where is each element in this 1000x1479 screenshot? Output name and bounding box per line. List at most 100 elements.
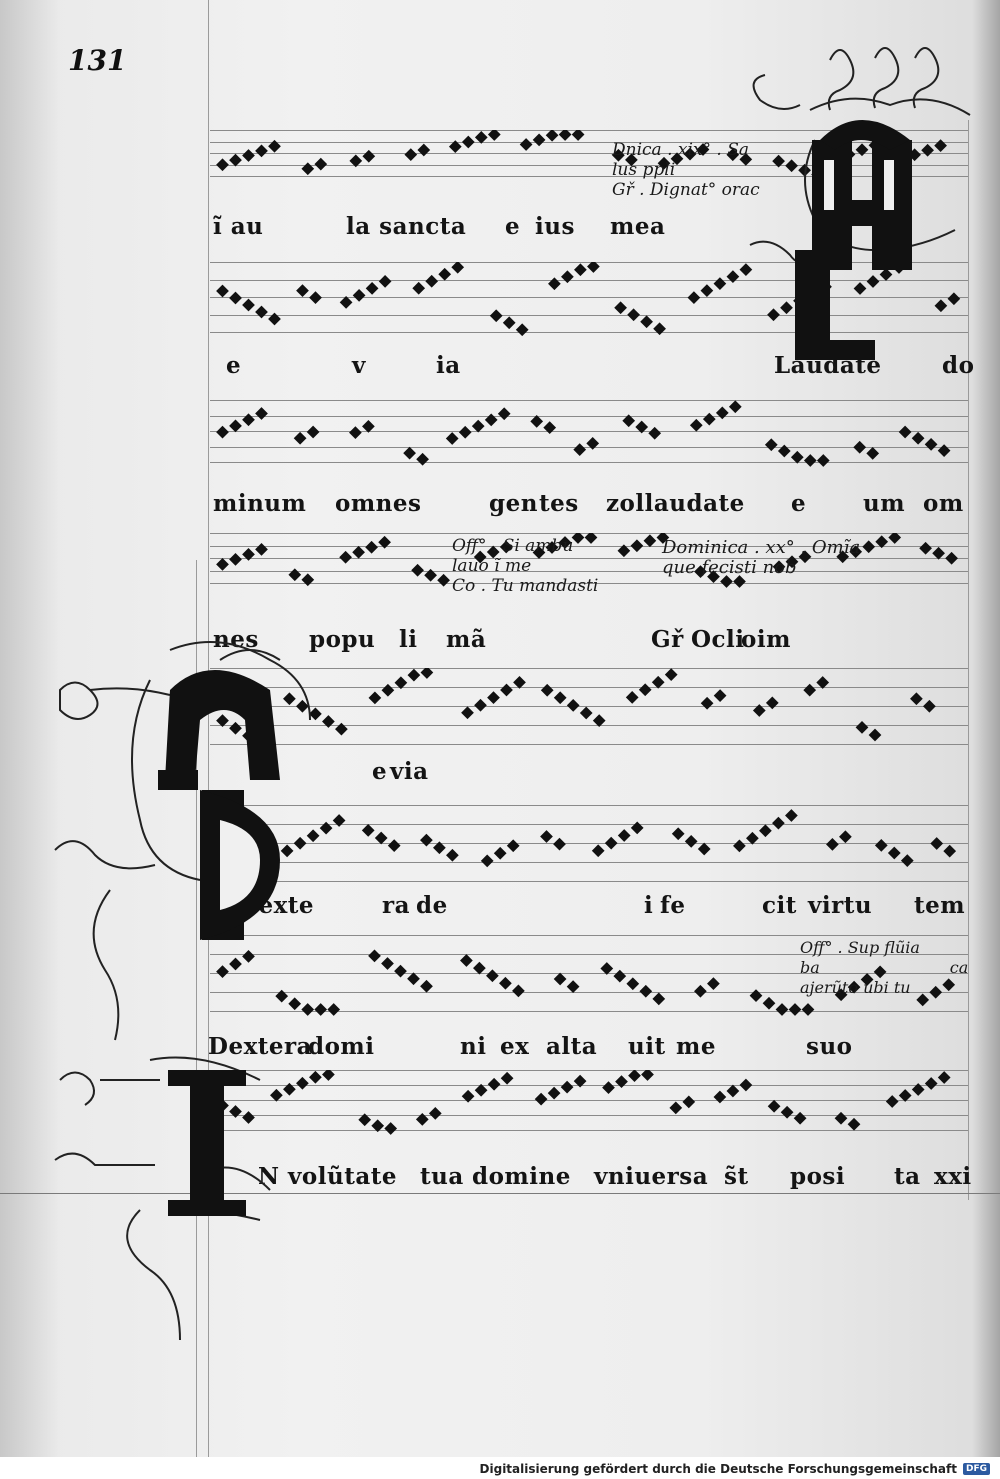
syllable: tes [539,490,579,517]
neume-note [229,291,242,305]
rubric-line: Gř . Dignat° orac [612,180,760,200]
syllable: mã [446,626,487,653]
neume-note [937,1071,951,1084]
neume-note [700,696,714,710]
neume-note [671,827,685,841]
syllable: ex [500,1033,530,1060]
neume-note [335,722,348,736]
neume-note [448,140,462,153]
staff-line [210,992,968,993]
neume-note [487,130,501,141]
margin-rule-inner [196,560,197,1460]
syllable: uit [628,1033,666,1060]
neume-note [726,1084,740,1098]
staff-line [210,973,968,974]
neume-note [411,563,424,577]
staff-line [210,725,968,726]
neume-note [433,841,446,855]
neume-group [216,533,958,588]
neume-note [587,262,600,273]
neume-note [420,668,434,679]
neume-note [540,683,554,697]
neume-note [602,1081,615,1094]
neume-note [543,421,557,434]
syllable: domi [308,1033,375,1060]
neume-note [651,675,665,689]
neume-note [875,535,889,549]
neume-note [689,418,703,432]
neume-note [615,1075,628,1088]
neume-note [777,444,791,458]
neume-group [216,400,951,467]
neume-note [682,1095,696,1109]
initial-a-decorated-icon [749,47,971,360]
neume-note [362,149,376,163]
rubric-line: Dominica . xx° . Omĩa [662,537,861,558]
neume-note [626,977,640,991]
neume-note [425,274,439,288]
staff-line [210,668,968,669]
syllable: um [863,490,906,517]
neume-note [384,1122,398,1135]
neume-note [765,696,779,710]
syllable: nes [213,626,259,653]
neume-note [707,977,720,990]
neume-note [548,277,561,291]
neume-note [474,1083,488,1097]
neume-note [592,714,606,727]
neume-note [368,949,381,963]
staff-line [210,142,968,143]
neume-note [381,957,394,970]
neume-note [664,668,678,681]
neume-note [270,1088,283,1102]
neume-note [461,1089,475,1103]
neume-note [752,704,766,717]
neume-note [474,131,488,144]
neume-note [242,413,255,427]
neume-note [437,573,450,587]
syllable: do [942,352,975,379]
staff-line [210,824,968,825]
neume-note [339,296,353,309]
neume-note [687,291,701,304]
neume-note [365,540,378,554]
syllable: N volũtate [258,1163,397,1190]
neume-note [641,1070,654,1081]
neume-note [887,846,901,860]
neume-note [700,284,714,297]
neume-note [319,821,333,835]
neume-note [573,443,587,456]
neume-note [762,996,776,1010]
neume-note [630,821,644,835]
rubric-offertory-2: Off° . Sup flũia ba ca ajerũto ubi tu [800,938,968,998]
neume-note [506,839,520,853]
neume-note [713,277,727,290]
neume-note [332,814,346,827]
neume-note [945,551,958,565]
syllable: i [644,892,654,919]
neume-note [715,406,729,420]
rubric-line: que fecisti nob [662,557,797,578]
syllable: zollaudate [606,490,745,517]
neume-note [749,989,763,1002]
neume-note [349,426,362,439]
neume-note [534,1092,548,1106]
neume-note [301,573,315,587]
neume-note [625,153,638,167]
syllable: me [676,1033,716,1060]
neume-note [728,400,742,414]
staff-4 [210,533,968,588]
rubric-line: ca [949,958,969,977]
neume-note [293,431,307,445]
neume-note [268,312,281,326]
neume-note [461,135,475,149]
rubric-line-pair: ba ca [800,958,968,978]
neume-note [288,568,302,582]
neume-note [919,541,932,555]
neume-note [694,984,707,998]
neume-note [216,965,229,978]
neume-note [530,415,544,428]
syllable: posi [790,1163,846,1190]
neume-note [911,431,925,445]
syllable: ta [894,1163,921,1190]
